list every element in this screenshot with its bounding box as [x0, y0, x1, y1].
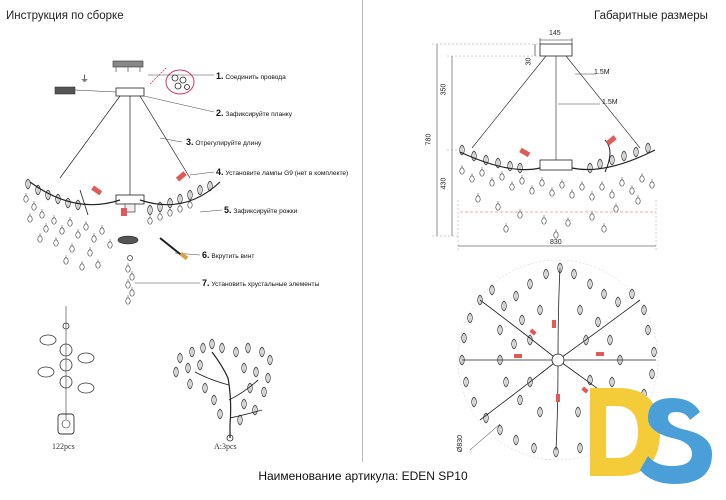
canopy-width-dim: 145 — [549, 30, 561, 37]
step-3-text: Отрегулируйте длину — [195, 140, 262, 147]
crystal-count-caption: 122pcs — [52, 442, 75, 451]
diameter-dim: Ø830 — [457, 434, 465, 453]
step-2-label: 2. Зафиксируйте планку — [216, 108, 292, 118]
cable-upper-dim: 1.5M — [594, 69, 610, 76]
ds-logo — [590, 388, 712, 484]
step-1-label: 1. Соединить провода — [216, 71, 286, 81]
total-height-dim: 780 — [425, 133, 433, 146]
assembly-heading: Инструкция по сборке — [6, 10, 124, 22]
canopy-height-dim: 30 — [525, 57, 533, 66]
step-1-text: Соединить провода — [225, 74, 286, 81]
step-6-number: 6. — [202, 250, 210, 260]
step-1-number: 1. — [216, 71, 224, 81]
dimensions-heading: Габаритные размеры — [594, 10, 708, 22]
body-height-dim: 430 — [440, 177, 448, 190]
step-6-text: Вкрутить винт — [211, 253, 255, 260]
width-dim: 830 — [550, 239, 562, 246]
step-4-number: 4. — [216, 167, 224, 177]
step-6-label: 6. Вкрутить винт — [202, 250, 254, 260]
crystal-element-drawing — [37, 306, 95, 435]
step-7-number: 7. — [202, 278, 210, 288]
cable-lower-dim: 1.5M — [602, 99, 618, 106]
svg-text:⏚: ⏚ — [80, 74, 89, 85]
step-3-number: 3. — [186, 137, 194, 147]
step-7-text: Установить хрустальные элементы — [211, 281, 320, 288]
step-5-number: 5. — [224, 205, 232, 215]
step-2-number: 2. — [216, 108, 224, 118]
step-3-label: 3. Отрегулируйте длину — [186, 137, 261, 147]
step-2-text: Зафиксируйте планку — [225, 111, 293, 118]
leaf-arm-drawing — [173, 338, 273, 442]
step-4-label: 4. Установите лампы G9 (нет в комплекте) — [216, 167, 348, 177]
arm-count-caption: A:3pcs — [214, 442, 237, 451]
article-name: Наименование артикула: EDEN SP10 — [258, 469, 468, 483]
step-5-text: Зафиксируйте рожки — [233, 208, 298, 215]
suspension-dim: 350 — [440, 83, 448, 96]
step-4-text: Установите лампы G9 (нет в комплекте) — [225, 170, 349, 177]
assembly-drawing: ⏚ — [23, 60, 273, 442]
step-5-label: 5. Зафиксируйте рожки — [224, 205, 297, 215]
panel-divider — [362, 0, 363, 462]
step-7-label: 7. Установить хрустальные элементы — [202, 278, 319, 288]
elevation-drawing — [432, 38, 657, 250]
